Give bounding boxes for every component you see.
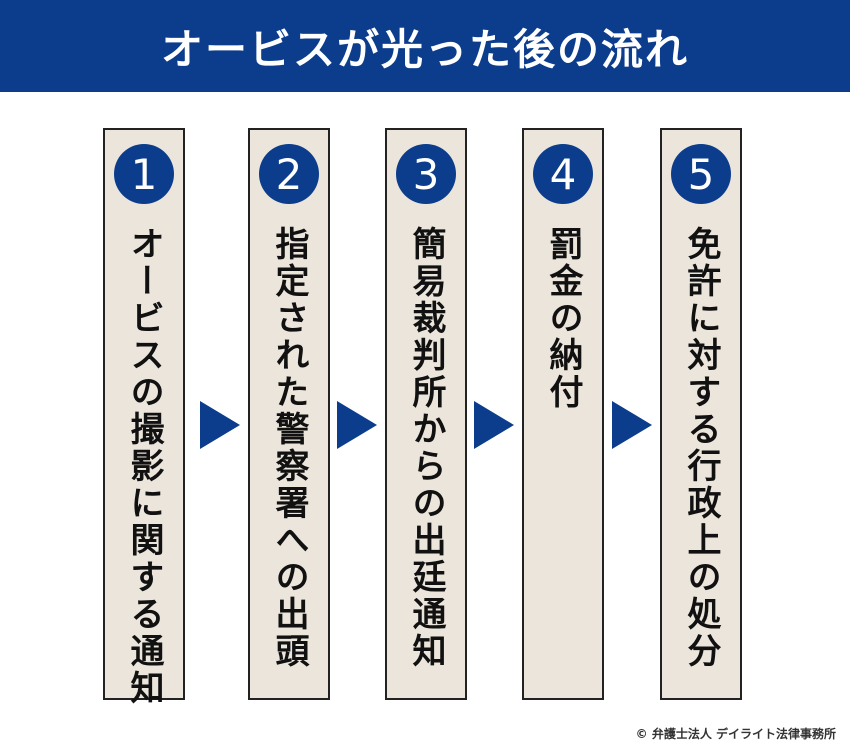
step-card-1: 1 オービスの撮影に関する通知 bbox=[103, 128, 185, 707]
step-card-2: 2 指定された警察署への出頭 bbox=[248, 128, 330, 700]
triangle-right-icon bbox=[337, 401, 377, 449]
step-card-3: 3 簡易裁判所からの出廷通知 bbox=[385, 128, 467, 700]
step-number-badge: 4 bbox=[533, 144, 593, 204]
step-number-badge: 1 bbox=[114, 144, 174, 204]
copyright-text: © 弁護士法人 デイライト法律事務所 bbox=[635, 727, 836, 741]
step-number-badge: 5 bbox=[671, 144, 731, 204]
triangle-right-icon bbox=[612, 401, 652, 449]
header-bar: オービスが光った後の流れ bbox=[0, 0, 850, 92]
step-card-5: 5 免許に対する行政上の処分 bbox=[660, 128, 742, 700]
step-number-badge: 2 bbox=[259, 144, 319, 204]
step-card-4: 4 罰金の納付 bbox=[522, 128, 604, 700]
step-label: 指定された警察署への出頭 bbox=[269, 226, 309, 670]
page-title: オービスが光った後の流れ bbox=[160, 24, 689, 74]
step-label: 罰金の納付 bbox=[543, 226, 583, 411]
triangle-right-icon bbox=[474, 401, 514, 449]
step-label: 免許に対する行政上の処分 bbox=[681, 226, 721, 670]
triangle-right-icon bbox=[200, 401, 240, 449]
step-number-badge: 3 bbox=[396, 144, 456, 204]
step-label: オービスの撮影に関する通知 bbox=[124, 226, 164, 707]
step-label: 簡易裁判所からの出廷通知 bbox=[406, 226, 446, 670]
